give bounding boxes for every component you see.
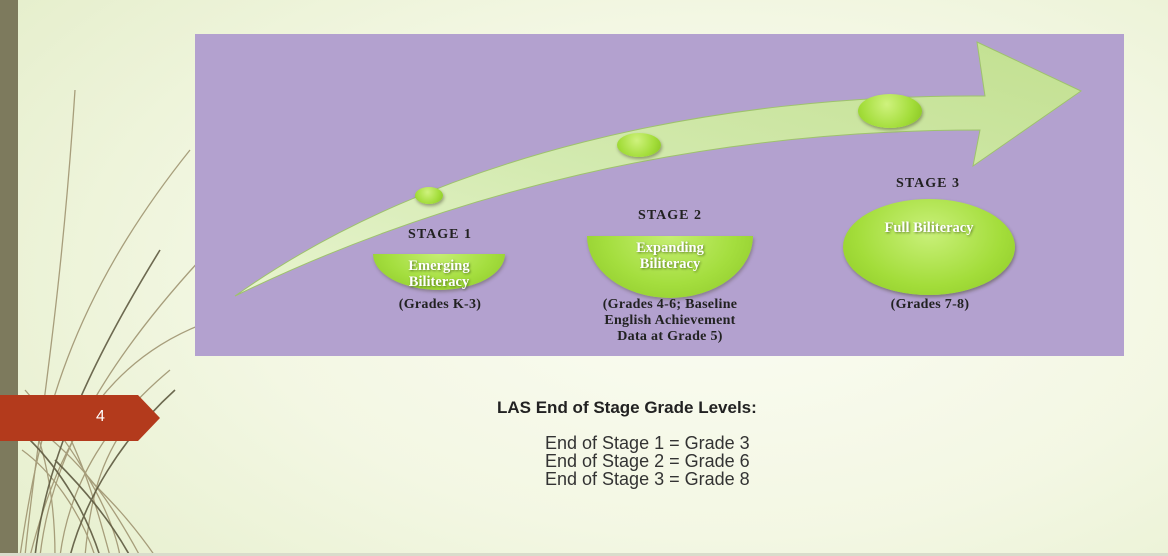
stage-3-name: Full Biliteracy [884,220,974,236]
slide-heading: LAS End of Stage Grade Levels: [497,398,757,417]
stage-2-marker [617,133,661,157]
stage-1-name: Emerging Biliteracy [408,258,470,290]
stage-level-line-1: End of Stage 1 = Grade 3 [545,433,750,453]
page-number: 4 [96,408,105,425]
stage-2-name: Expanding Biliteracy [636,240,704,272]
stage-1-marker [415,187,443,204]
stage-2-label: STAGE 2 [638,208,702,223]
stage-1-grades: (Grades K-3) [398,297,482,312]
stage-3-marker [858,94,922,128]
stage-2-grades: (Grades 4-6; Baseline English Achievemen… [602,297,738,344]
stage-3-circle [843,199,1015,295]
stage-level-line-2: End of Stage 2 = Grade 6 [545,451,750,471]
stage-level-line-3: End of Stage 3 = Grade 8 [545,469,750,489]
page-number-tag [0,395,160,441]
stages-diagram: STAGE 1 Emerging Biliteracy (Grades K-3)… [195,34,1124,356]
bottom-divider [0,553,1168,556]
stage-1-label: STAGE 1 [408,227,472,242]
stage-3-label: STAGE 3 [896,176,960,191]
stage-3-grades: (Grades 7-8) [890,297,970,312]
